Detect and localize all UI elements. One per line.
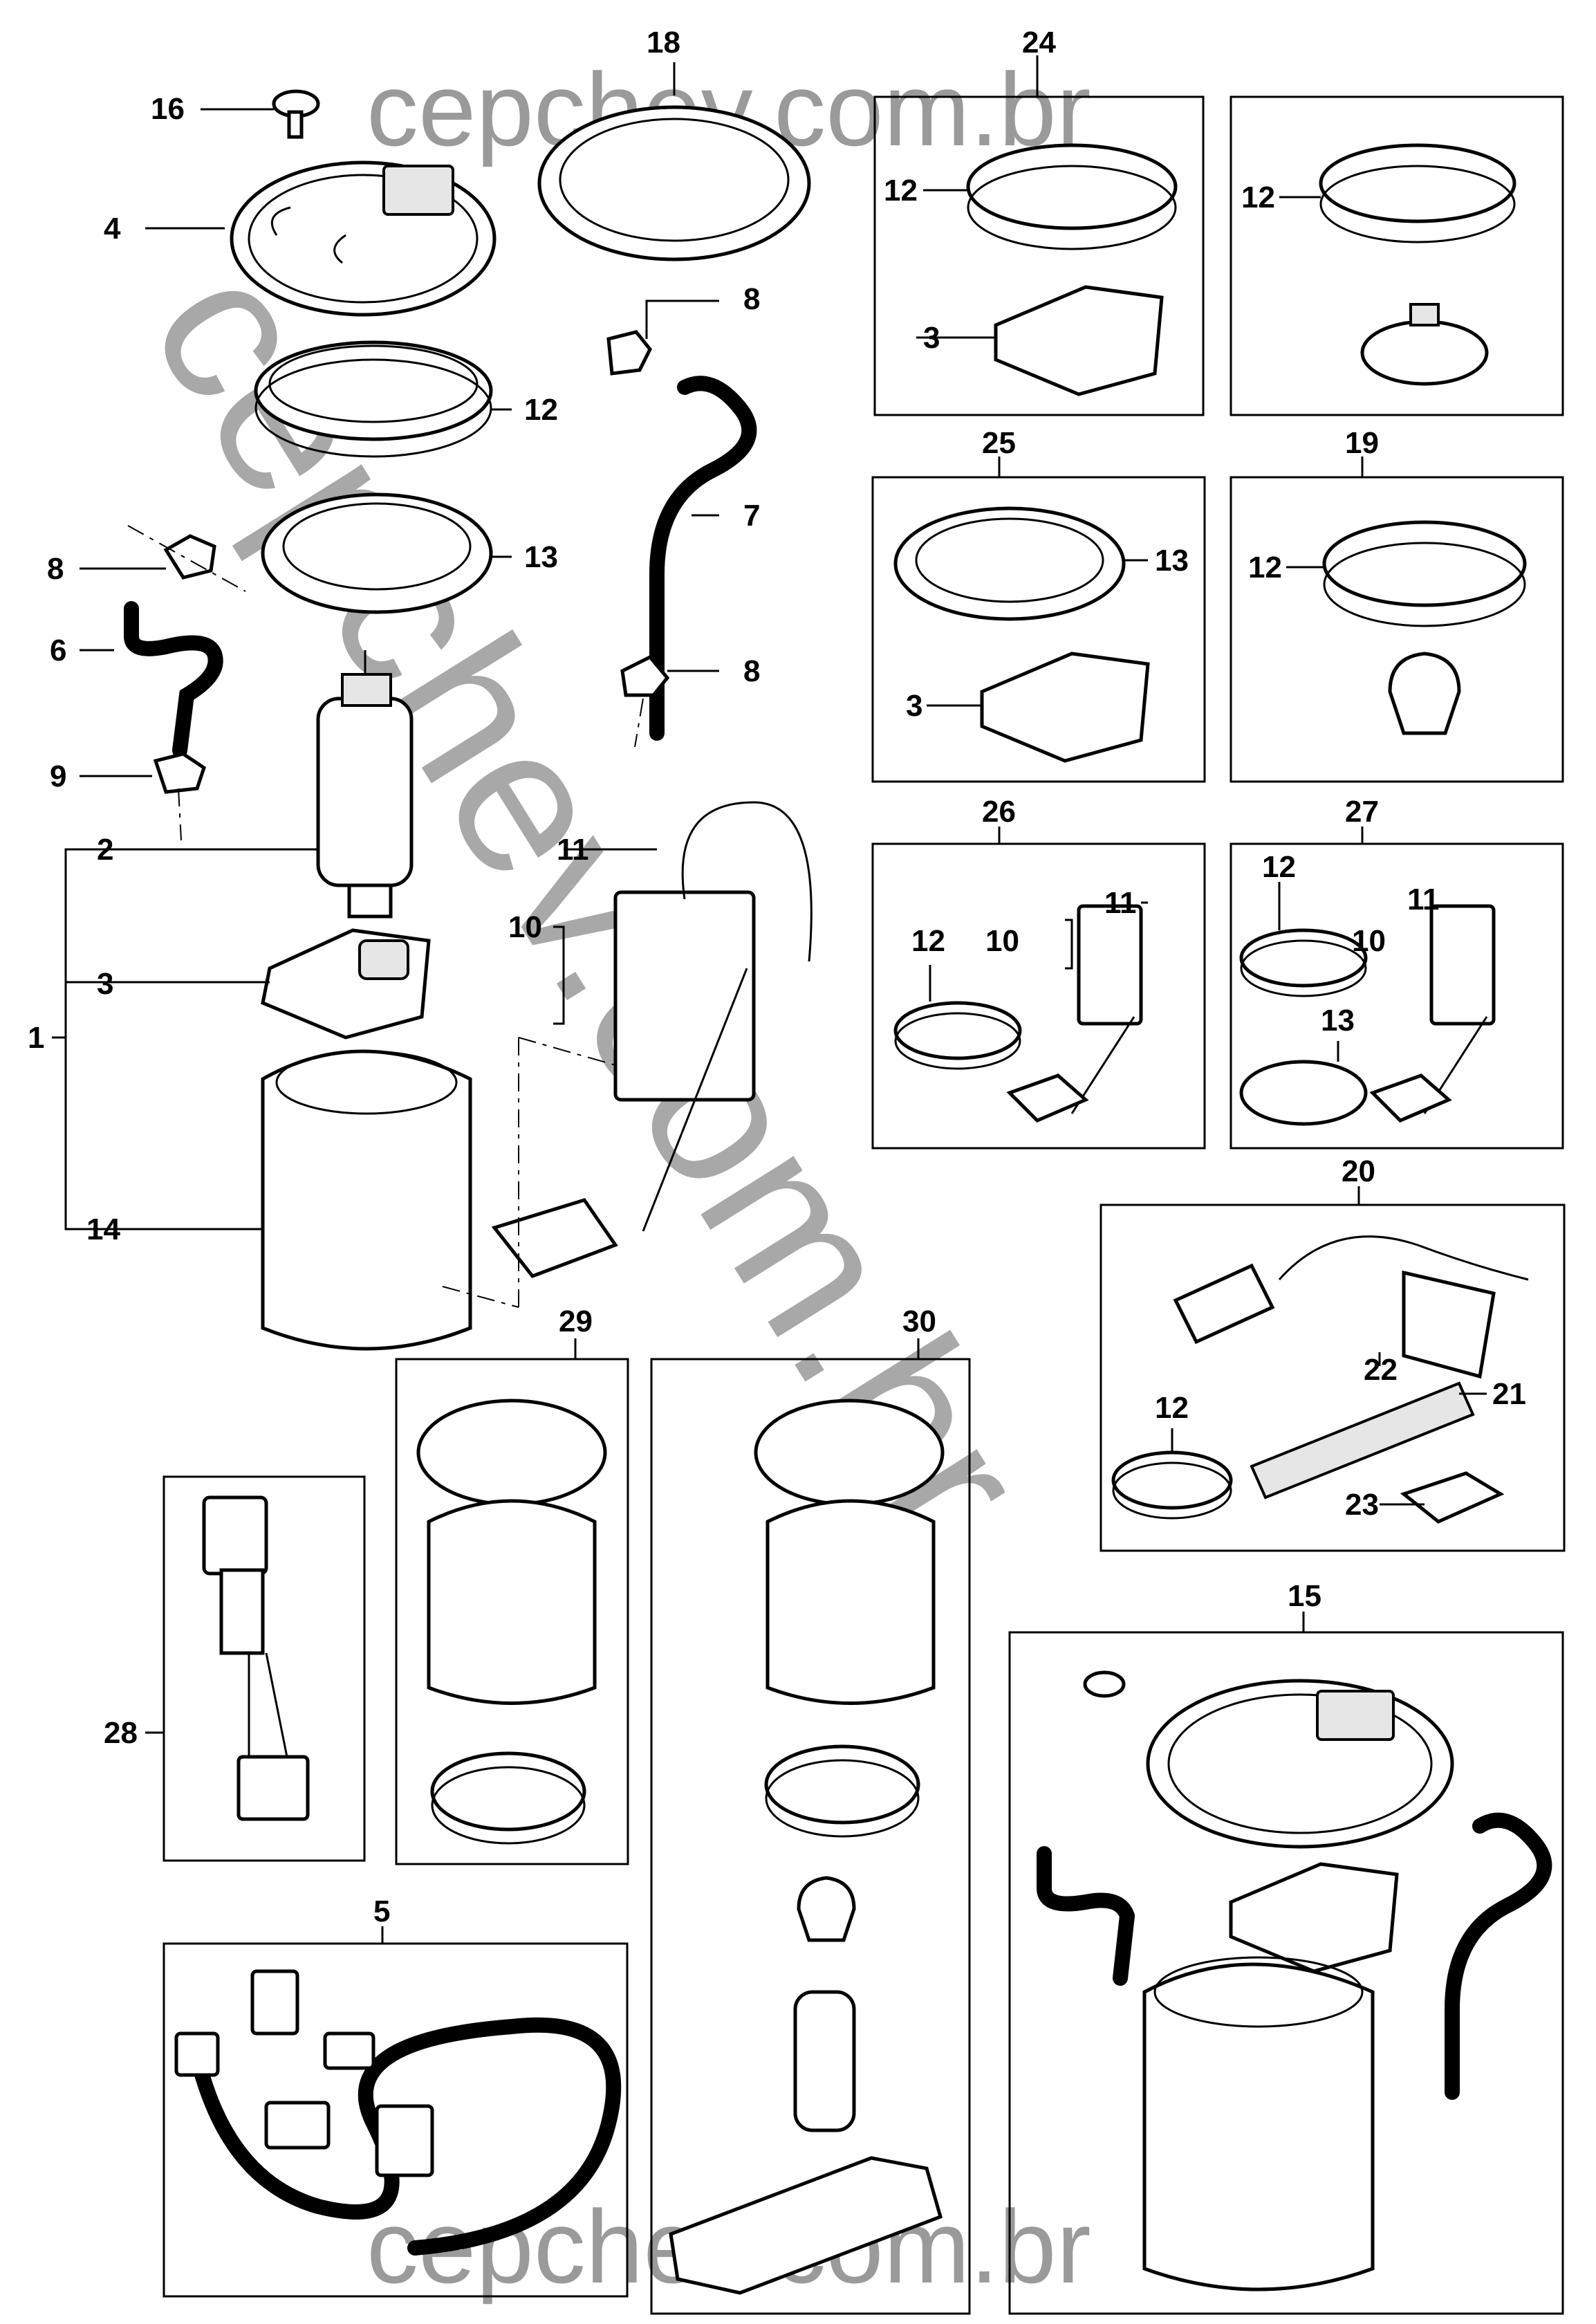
- callout-12-kit27: 12: [1262, 850, 1296, 884]
- callout-12-kitb: 12: [1241, 181, 1275, 214]
- callout-10-main: 10: [508, 910, 542, 944]
- callout-3-kit24: 3: [923, 321, 940, 355]
- kit-29-box: [395, 1338, 629, 1865]
- kit-15-box: [1008, 1612, 1564, 2315]
- kit-27-box: [1230, 827, 1564, 1150]
- part-8-clip-left: [80, 534, 216, 580]
- callout-12-main: 12: [524, 393, 558, 427]
- callout-13-kit25: 13: [1155, 544, 1189, 578]
- callout-30: 30: [902, 1304, 936, 1338]
- kit-box-unnumbered: [1230, 95, 1564, 416]
- part-14-reservoir: [138, 1049, 472, 1351]
- callout-24: 24: [1022, 26, 1056, 59]
- part-7-fuel-hose: [649, 376, 757, 741]
- kit-26-box: [871, 827, 1206, 1150]
- callout-10-kit26: 10: [985, 924, 1019, 958]
- kit-19-box: [1230, 456, 1564, 783]
- callout-2: 2: [97, 833, 113, 867]
- part-4-pump-cover-flange: [145, 160, 497, 317]
- part-18-seal: [537, 62, 811, 261]
- callout-8-lower: 8: [743, 654, 760, 688]
- callout-19: 19: [1345, 426, 1379, 460]
- kit-20-box: [1099, 1186, 1566, 1552]
- callout-12-kit24: 12: [884, 174, 918, 208]
- part-6-hose-elbow: [80, 601, 223, 758]
- callout-8-left: 8: [47, 552, 64, 586]
- kit-30-box: [650, 1338, 971, 2315]
- callout-5: 5: [373, 1894, 390, 1928]
- watermark-diagonal: cepchev.com.br: [106, 225, 1073, 1578]
- callout-3-kit25: 3: [906, 689, 922, 723]
- part-16-vent-valve: [201, 89, 320, 139]
- part-5-wiring-harness-box: [163, 1926, 629, 2298]
- part-13-lock-ring: [261, 492, 512, 614]
- kit-25-box: [871, 456, 1206, 783]
- part-8-clip-upper: [606, 299, 719, 376]
- callout-11-main: 11: [557, 833, 589, 867]
- callout-13-main: 13: [524, 540, 558, 574]
- callout-18: 18: [647, 26, 680, 59]
- callout-27: 27: [1345, 795, 1379, 829]
- callout-8-upper: 8: [743, 282, 760, 316]
- assembly-1-bracket: [52, 848, 138, 1230]
- part-10-level-sender: [491, 801, 813, 1278]
- callout-14: 14: [86, 1212, 120, 1246]
- callout-11-kit26: 11: [1104, 886, 1137, 920]
- callout-26: 26: [982, 795, 1016, 829]
- callout-1: 1: [28, 1021, 44, 1055]
- kit-24-box: [873, 55, 1205, 416]
- callout-3-main: 3: [97, 967, 113, 1001]
- callout-16: 16: [151, 92, 185, 126]
- callout-9: 9: [50, 759, 66, 793]
- callout-12-kit26: 12: [911, 924, 945, 958]
- callout-15: 15: [1288, 1579, 1321, 1613]
- callout-12-kit19: 12: [1248, 551, 1282, 584]
- callout-23: 23: [1345, 1488, 1379, 1522]
- callout-29: 29: [559, 1304, 593, 1338]
- part-3-strainer: [138, 928, 431, 1040]
- callout-28: 28: [104, 1716, 138, 1750]
- part-2-fuel-pump: [138, 650, 414, 919]
- part-28-adapter-harness-box: [145, 1475, 366, 1862]
- callout-21: 21: [1492, 1377, 1526, 1411]
- callout-6: 6: [50, 634, 66, 667]
- callout-7: 7: [743, 499, 760, 533]
- callout-10-kit27: 10: [1352, 924, 1386, 958]
- part-8-clip-lower: [620, 654, 719, 697]
- callout-11-kit27: 11: [1407, 883, 1440, 916]
- callout-22: 22: [1364, 1353, 1398, 1387]
- callout-4: 4: [104, 212, 121, 246]
- callout-20: 20: [1342, 1154, 1375, 1188]
- callout-12-kit20: 12: [1155, 1391, 1189, 1425]
- callout-13-kit27: 13: [1321, 1004, 1355, 1038]
- part-12-seal-ring: [254, 340, 512, 458]
- callout-25: 25: [982, 426, 1016, 460]
- part-9-clip: [80, 752, 206, 794]
